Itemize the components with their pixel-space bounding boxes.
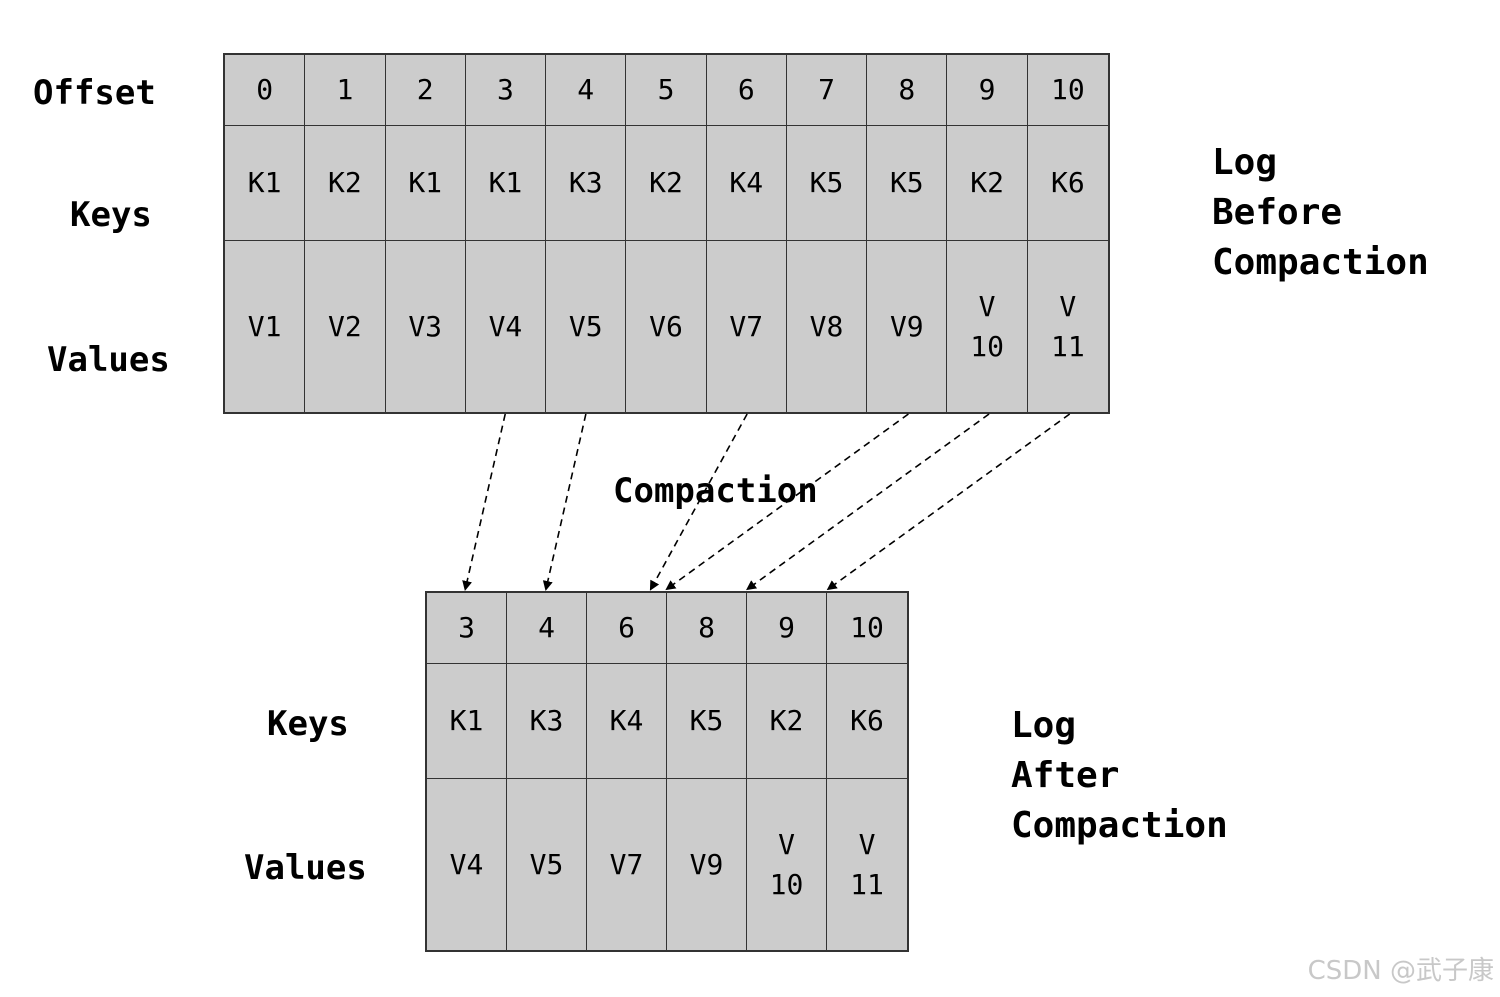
after-value-cell: V5 xyxy=(507,779,587,950)
after-offset-cell: 10 xyxy=(827,593,907,664)
before-key-cell: K2 xyxy=(626,126,707,241)
before-offset-cell: 2 xyxy=(385,55,466,126)
before-offset-cell: 6 xyxy=(706,55,787,126)
before-value-cell: V7 xyxy=(707,241,787,412)
after-values-label: Values xyxy=(244,848,367,888)
before-key-cell: K4 xyxy=(706,126,787,241)
before-offset-cell: 10 xyxy=(1027,55,1108,126)
log-after-title-line-2: After xyxy=(1011,755,1120,796)
before-key-cell: K6 xyxy=(1027,126,1108,241)
after-key-cell: K4 xyxy=(587,664,667,779)
compaction-arrow-6 xyxy=(649,413,748,591)
before-key-cell: K2 xyxy=(947,126,1028,241)
after-value-cell: V4 xyxy=(427,779,507,950)
before-key-cell: K1 xyxy=(385,126,466,241)
before-value-cell: V8 xyxy=(787,241,868,412)
log-before-title-line-1: Log xyxy=(1212,142,1278,183)
after-key-cell: K1 xyxy=(427,664,507,779)
before-key-cell: K1 xyxy=(225,126,306,241)
log-after-title: Log After Compaction xyxy=(1011,701,1228,851)
after-key-cell: K6 xyxy=(827,664,907,779)
before-value-cell: V5 xyxy=(546,241,627,412)
before-keys-label: Keys xyxy=(70,195,152,235)
before-values-label: Values xyxy=(47,340,170,380)
after-offset-cell: 8 xyxy=(667,593,747,664)
log-after-title-line-1: Log xyxy=(1011,705,1077,746)
before-key-cell: K5 xyxy=(786,126,868,241)
log-before-title-line-3: Compaction xyxy=(1212,242,1429,283)
log-before-title-line-2: Before xyxy=(1212,192,1343,233)
after-value-cell: V 11 xyxy=(850,827,884,901)
compaction-arrow-4 xyxy=(542,413,587,591)
before-key-cell: K2 xyxy=(305,126,386,241)
before-key-cell: K1 xyxy=(465,126,547,241)
before-offset-cell: 1 xyxy=(305,55,386,126)
before-value-cell: V1 xyxy=(225,241,306,412)
after-offset-cell: 3 xyxy=(427,593,507,664)
after-offset-cell: 9 xyxy=(747,593,827,664)
compaction-arrow-3 xyxy=(462,413,507,591)
before-offset-cell: 7 xyxy=(786,55,868,126)
before-offset-cell: 0 xyxy=(225,55,306,126)
before-value-cell: V 10 xyxy=(947,241,1028,412)
log-before-title: Log Before Compaction xyxy=(1212,138,1429,288)
before-offset-cell: 4 xyxy=(546,55,627,126)
before-value-cell: V4 xyxy=(466,241,547,412)
compaction-arrow-9 xyxy=(746,413,990,591)
before-offset-cell: 9 xyxy=(947,55,1028,126)
after-value-cell: V7 xyxy=(587,779,667,950)
before-value-cell: V3 xyxy=(386,241,466,412)
compaction-label: Compaction xyxy=(613,471,818,511)
before-value-cell: V9 xyxy=(867,241,948,412)
after-key-cell: K2 xyxy=(747,664,827,779)
before-offset-cell: 3 xyxy=(465,55,547,126)
after-offset-cell: 6 xyxy=(587,593,667,664)
after-key-cell: K3 xyxy=(507,664,587,779)
compaction-arrow-10 xyxy=(826,413,1071,591)
before-offset-cell: 5 xyxy=(626,55,707,126)
log-after-title-line-3: Compaction xyxy=(1011,805,1228,846)
after-value-cell: V 10 xyxy=(747,779,827,950)
after-value-cell: V9 xyxy=(667,779,747,950)
compaction-arrow-8 xyxy=(665,413,909,591)
before-key-cell: K5 xyxy=(867,126,948,241)
before-offset-label: Offset xyxy=(33,73,156,113)
watermark: CSDN @武子康 xyxy=(1307,956,1494,986)
before-key-cell: K3 xyxy=(546,126,627,241)
before-offset-cell: 8 xyxy=(867,55,948,126)
before-value-cell: V6 xyxy=(626,241,707,412)
after-key-cell: K5 xyxy=(667,664,747,779)
after-offset-cell: 4 xyxy=(507,593,587,664)
after-keys-label: Keys xyxy=(267,704,349,744)
before-value-cell: V 11 xyxy=(1051,289,1085,363)
before-value-cell: V2 xyxy=(305,241,386,412)
